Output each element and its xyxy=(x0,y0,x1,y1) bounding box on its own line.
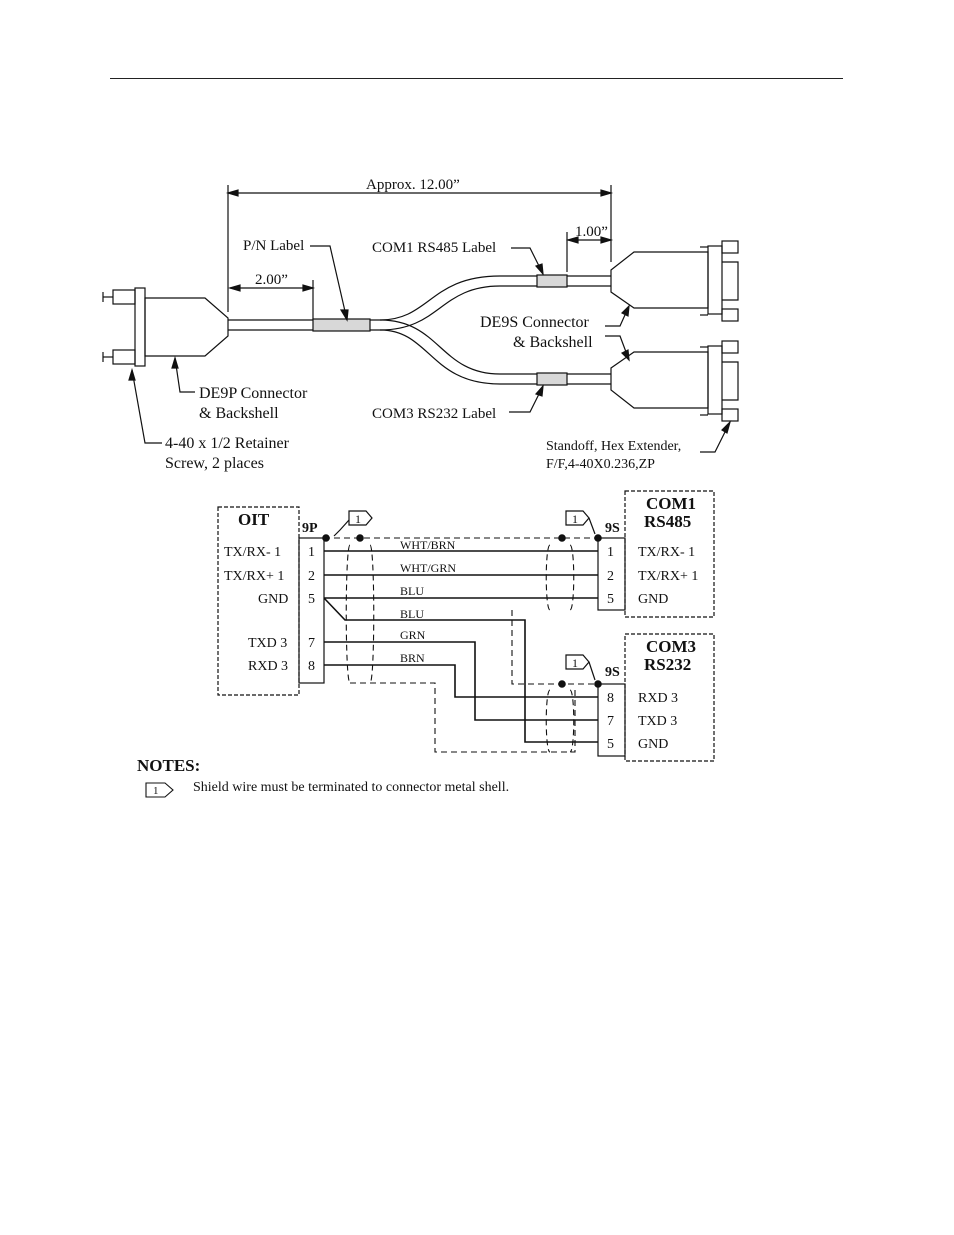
header-rule xyxy=(110,78,843,79)
com1-label-sleeve xyxy=(536,274,568,288)
flag-marker-9s-com3 xyxy=(565,654,590,670)
com1-pin: 5 xyxy=(607,592,614,607)
oit-signal: TX/RX- 1 xyxy=(224,545,281,560)
retainer-label-line2: Screw, 2 places xyxy=(165,455,264,472)
wiring-schematic: 1 1 1 OIT 9P TX/RX- 1 TX/RX+ 1 GND TXD 3… xyxy=(217,490,715,762)
connector-9s-label: 9S xyxy=(605,521,620,536)
com1-title: COM1 xyxy=(646,494,696,513)
notes-section: NOTES: 1 Shield wire must be terminated … xyxy=(137,756,777,800)
wire-label: BRN xyxy=(400,651,425,665)
com1-signal: TX/RX+ 1 xyxy=(638,569,698,584)
notes-title: NOTES: xyxy=(137,756,201,775)
com1-signal: GND xyxy=(638,592,668,607)
connector-9s-label: 9S xyxy=(605,665,620,680)
standoff-label-line1: Standoff, Hex Extender, xyxy=(546,439,681,454)
oit-pin: 5 xyxy=(308,592,315,607)
de9p-label-line1: DE9P Connector xyxy=(199,385,308,402)
de9s-label-line1: DE9S Connector xyxy=(480,314,590,331)
oit-signal: GND xyxy=(258,592,288,607)
wire-label: BLU xyxy=(400,584,424,598)
oit-pin: 2 xyxy=(308,569,315,584)
de9s-connector-com1 xyxy=(610,251,709,309)
oit-signal: RXD 3 xyxy=(248,659,288,674)
note-text: Shield wire must be terminated to connec… xyxy=(193,780,510,795)
de9p-connector xyxy=(144,297,229,357)
flag-marker-9p xyxy=(348,510,373,526)
com3-pin: 5 xyxy=(607,737,614,752)
wire-label: BLU xyxy=(400,607,424,621)
oit-pin: 8 xyxy=(308,659,315,674)
oit-signal: TX/RX+ 1 xyxy=(224,569,284,584)
connector-9p xyxy=(298,537,325,684)
com3-title: RS232 xyxy=(644,655,691,674)
com3-pin: 8 xyxy=(607,691,614,706)
note-flag-icon: 1 xyxy=(145,782,174,798)
dimension-right-text: 1.00” xyxy=(575,224,608,240)
com1-title: RS485 xyxy=(644,512,691,531)
com1-signal: TX/RX- 1 xyxy=(638,545,695,560)
connector-9p-label: 9P xyxy=(302,521,318,536)
pn-label-sleeve xyxy=(312,318,371,332)
dimension-left-text: 2.00” xyxy=(255,272,288,288)
oit-pin: 7 xyxy=(308,636,315,651)
wire-label: WHT/BRN xyxy=(400,538,456,552)
wire-label: WHT/GRN xyxy=(400,561,456,575)
flag-number: 1 xyxy=(355,512,361,526)
com3-signal: RXD 3 xyxy=(638,691,678,706)
de9s-label-line2: & Backshell xyxy=(513,334,593,351)
de9s-connector-com3 xyxy=(610,351,709,409)
retainer-label-line1: 4-40 x 1/2 Retainer xyxy=(165,435,290,452)
com3-signal: GND xyxy=(638,737,668,752)
com3-pin: 7 xyxy=(607,714,614,729)
com3-label-sleeve xyxy=(536,372,568,386)
flag-number: 1 xyxy=(572,512,578,526)
wire-label: GRN xyxy=(400,628,426,642)
oit-signal: TXD 3 xyxy=(248,636,287,651)
com1-pin: 2 xyxy=(607,569,614,584)
com1-label-text: COM1 RS485 Label xyxy=(372,240,496,256)
standoff-label-line2: F/F,4-40X0.236,ZP xyxy=(546,457,655,472)
dimension-overall-text: Approx. 12.00” xyxy=(366,177,460,193)
com1-pin: 1 xyxy=(607,545,614,560)
note-flag-number: 1 xyxy=(153,785,159,797)
com3-title: COM3 xyxy=(646,637,696,656)
de9p-label-line2: & Backshell xyxy=(199,405,279,422)
oit-title: OIT xyxy=(238,510,270,529)
cable-drawing: Approx. 12.00” 2.00” 1.00” P/N Label COM… xyxy=(102,177,739,472)
pn-label-text: P/N Label xyxy=(243,238,304,254)
com3-label-text: COM3 RS232 Label xyxy=(372,406,496,422)
note-item: 1 Shield wire must be terminated to conn… xyxy=(137,778,777,800)
connector-9s-com1 xyxy=(597,537,626,611)
flag-marker-9s-com1 xyxy=(565,510,590,526)
oit-pin: 1 xyxy=(308,545,315,560)
flag-number: 1 xyxy=(572,656,578,670)
com3-signal: TXD 3 xyxy=(638,714,677,729)
